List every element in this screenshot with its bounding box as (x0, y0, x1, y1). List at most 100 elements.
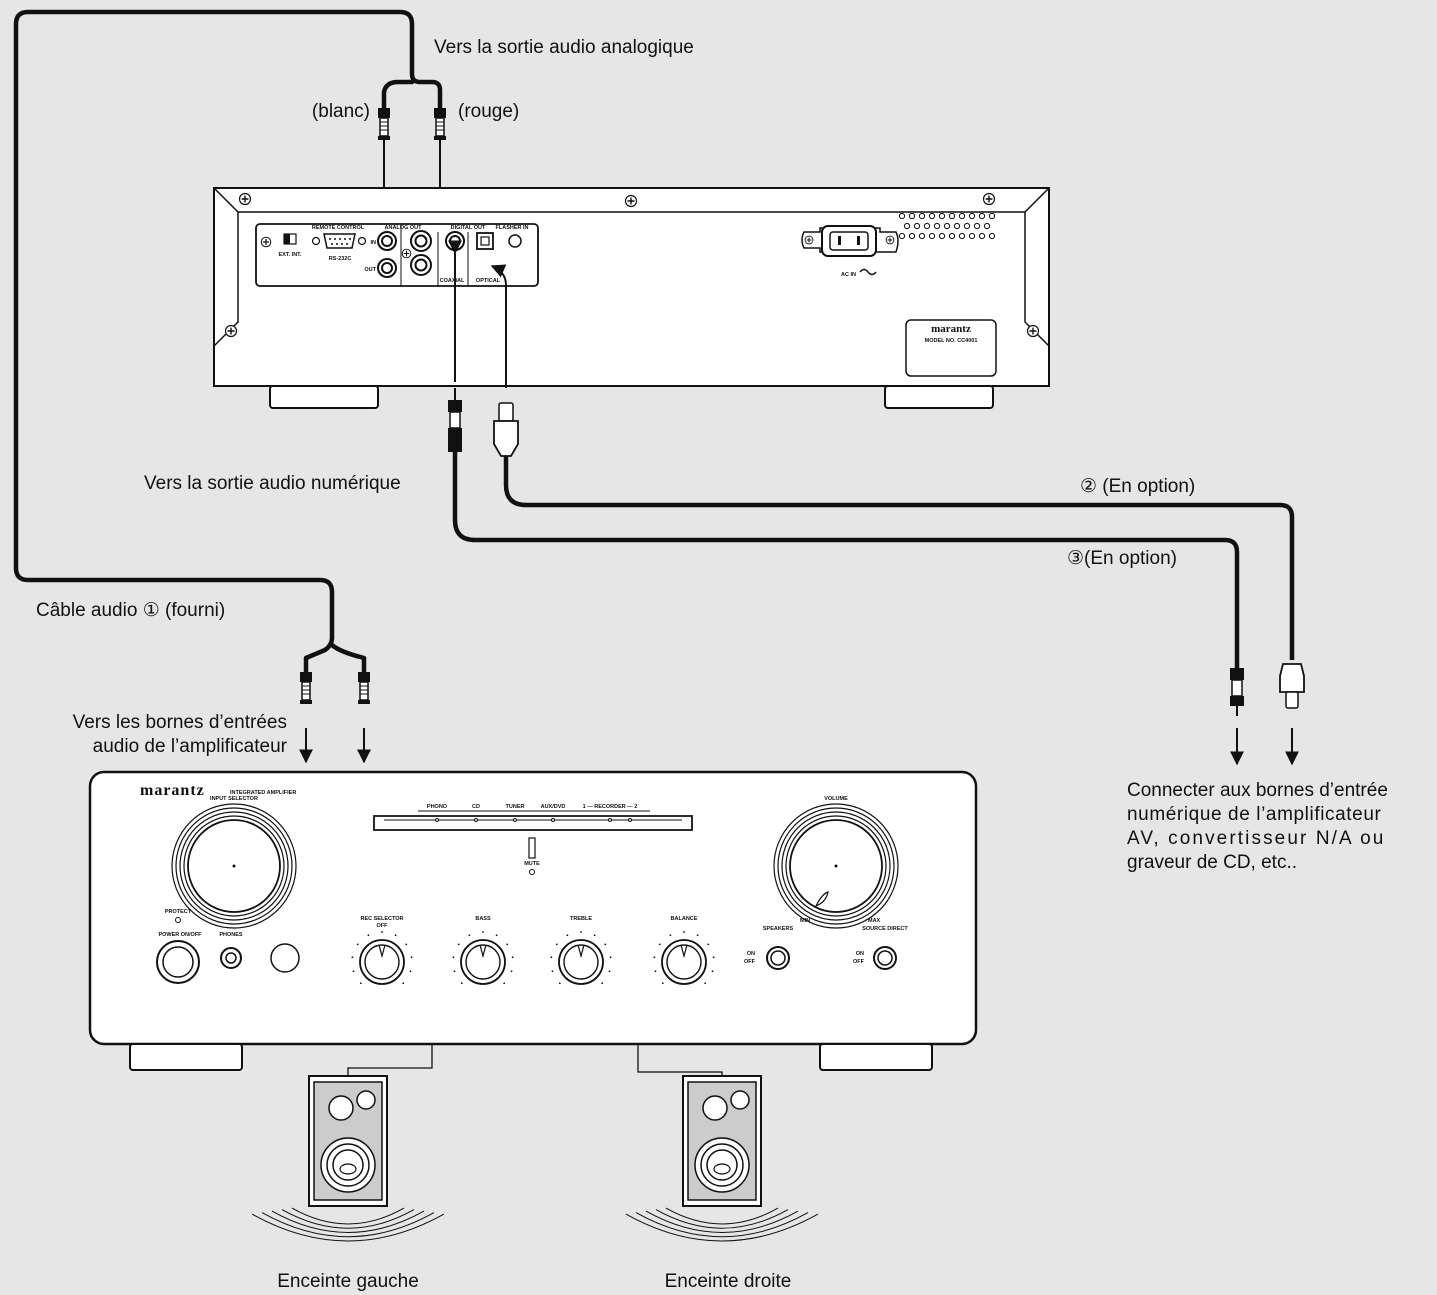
coaxial-plug-right (1230, 668, 1244, 766)
vent-hole (958, 232, 966, 240)
white-label: (blanc) (311, 101, 370, 122)
vent-hole (933, 222, 941, 230)
vent-hole (908, 232, 916, 240)
cd-player-rear-panel: AC IN marantz MODEL NO. CC4001 REMOTE CO… (213, 187, 1050, 409)
flasher-in-label: FLASHER IN (496, 225, 529, 231)
control-knob (351, 931, 413, 985)
input-name-label: TUNER (506, 804, 525, 810)
optical-label: OPTICAL (476, 278, 501, 284)
right-speaker-label: Enceinte droite (664, 1271, 792, 1292)
amp-brand-label: marantz (140, 782, 205, 799)
vent-hole (918, 232, 926, 240)
balance-label: BALANCE (671, 916, 698, 922)
control-knob (452, 931, 514, 985)
control-knob (550, 931, 612, 985)
input-selector-knob (171, 803, 297, 929)
volume-knob (773, 803, 899, 929)
ventilation-holes (898, 212, 996, 240)
rs232-label: RS-232C (329, 256, 352, 262)
vent-hole (958, 212, 966, 220)
speakers-label: SPEAKERS (763, 926, 794, 932)
rec-selector-label: REC SELECTOR (361, 916, 404, 922)
vent-hole (903, 222, 911, 230)
red-label: (rouge) (458, 101, 520, 122)
optical-plug-right (1279, 663, 1305, 766)
ext-int-label: EXT. INT. (279, 252, 302, 258)
audio-cable-label: Câble audio ① (fourni) (36, 600, 226, 621)
vent-hole (948, 232, 956, 240)
input-indicator-dot (474, 818, 478, 822)
rca-plug-white (378, 108, 390, 150)
input-indicator-dot (608, 818, 612, 822)
input-indicator-dot (513, 818, 517, 822)
rec-off-label: OFF (377, 923, 389, 929)
digital-inputs-label-2: numérique de l’amplificateur (1127, 804, 1382, 825)
jack-out-label: OUT (364, 267, 376, 273)
optical-cable (490, 264, 1295, 660)
vent-hole (948, 212, 956, 220)
speaker-wires (347, 1044, 723, 1075)
cd-model-label: MODEL NO. CC4001 (925, 338, 978, 344)
digital-out-label: DIGITAL OUT (451, 225, 486, 231)
bass-label: BASS (475, 916, 491, 922)
input-name-label: CD (472, 804, 480, 810)
amp-model-label: INTEGRATED AMPLIFIER (230, 790, 296, 796)
mute-label: MUTE (524, 861, 540, 867)
vent-hole (953, 222, 961, 230)
vent-hole (973, 222, 981, 230)
vent-hole (978, 232, 986, 240)
speakers-off-label: OFF (744, 959, 756, 965)
input-name-label: PHONO (427, 804, 448, 810)
vent-hole (968, 212, 976, 220)
vent-hole (943, 222, 951, 230)
rca-plug-red (434, 108, 446, 150)
input-selector-label: INPUT SELECTOR (210, 796, 258, 802)
amp-inputs-label-2: audio de l’amplificateur (92, 736, 287, 757)
vent-hole (898, 212, 906, 220)
stereo-audio-cable (13, 9, 443, 677)
jack-in-label: IN (371, 240, 377, 246)
input-indicator-dot (628, 818, 632, 822)
volume-label: VOLUME (824, 796, 848, 802)
cd-brand-label: marantz (931, 323, 971, 335)
vent-hole (928, 232, 936, 240)
ac-in-label: AC IN (841, 272, 856, 278)
source-direct-label: SOURCE DIRECT (862, 926, 908, 932)
remote-control-label: REMOTE CONTROL (312, 225, 365, 231)
amplifier-front-panel: marantz INTEGRATED AMPLIFIER INPUT SELEC… (88, 770, 978, 1071)
vent-hole (898, 232, 906, 240)
vent-hole (938, 232, 946, 240)
digital-inputs-label-4: graveur de CD, etc.. (1127, 852, 1298, 873)
phones-label: PHONES (219, 932, 243, 938)
input-name-label: 1 ― RECORDER ― 2 (583, 804, 638, 810)
coaxial-label: COAXIAL (440, 278, 465, 284)
digital-output-label: Vers la sortie audio numérique (144, 473, 401, 494)
input-indicator-dot (435, 818, 439, 822)
treble-label: TREBLE (570, 916, 592, 922)
analog-out-label: ANALOG OUT (385, 225, 423, 231)
protect-label: PROTECT (165, 909, 192, 915)
volume-max-label: MAX (868, 918, 881, 924)
vent-hole (988, 212, 996, 220)
tone-knobs (351, 931, 715, 985)
vent-hole (978, 212, 986, 220)
input-indicator-dots (435, 818, 632, 822)
vent-hole (988, 232, 996, 240)
vent-hole (928, 212, 936, 220)
power-label: POWER ON/OFF (158, 932, 202, 938)
amp-inputs-label-1: Vers les bornes d’entrées (72, 712, 287, 733)
vent-hole (968, 232, 976, 240)
left-speaker-label: Enceinte gauche (277, 1271, 419, 1292)
optional-2-label: ② (En option) (1080, 476, 1196, 497)
vent-hole (923, 222, 931, 230)
vent-hole (963, 222, 971, 230)
coaxial-cable (448, 240, 1240, 668)
speaker-left (251, 1075, 445, 1242)
volume-min-label: MIN (800, 918, 810, 924)
analog-output-label: Vers la sortie audio analogique (434, 37, 694, 58)
vent-hole (983, 222, 991, 230)
vent-hole (908, 212, 916, 220)
digital-inputs-label-3: AV, convertisseur N/A ou (1127, 828, 1386, 849)
